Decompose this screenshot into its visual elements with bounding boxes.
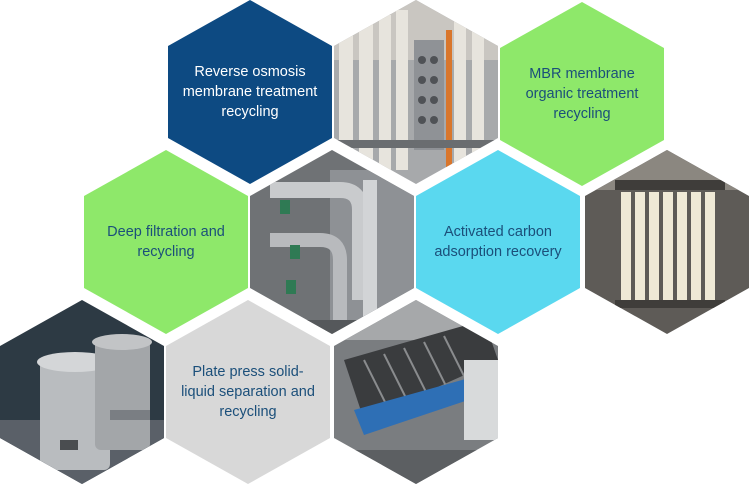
deep-filtration-label: Deep filtration and recycling bbox=[107, 224, 225, 260]
hex-reverse-osmosis: Reverse osmosis membrane treatment recyc… bbox=[168, 0, 332, 184]
hex-activated-carbon: Activated carbon adsorption recovery bbox=[416, 150, 580, 334]
hex-mbr: MBR membrane organic treatment recycling bbox=[500, 2, 664, 186]
hex-deep-filtration: Deep filtration and recycling bbox=[84, 150, 248, 334]
photo-pipework bbox=[250, 150, 414, 334]
mbr-label: MBR membrane organic treatment recycling bbox=[525, 66, 639, 122]
photo-ro-equipment bbox=[334, 0, 498, 184]
photo-mbr-modules bbox=[585, 150, 749, 334]
photo-plate-press bbox=[334, 300, 498, 484]
reverse-osmosis-label: Reverse osmosis membrane treatment recyc… bbox=[182, 64, 318, 120]
activated-carbon-label: Activated carbon adsorption recovery bbox=[434, 224, 562, 260]
photo-bag-filters bbox=[0, 300, 164, 484]
hex-plate-press: Plate press solid-liquid separation and … bbox=[166, 300, 330, 484]
plate-press-label: Plate press solid-liquid separation and … bbox=[181, 364, 315, 420]
